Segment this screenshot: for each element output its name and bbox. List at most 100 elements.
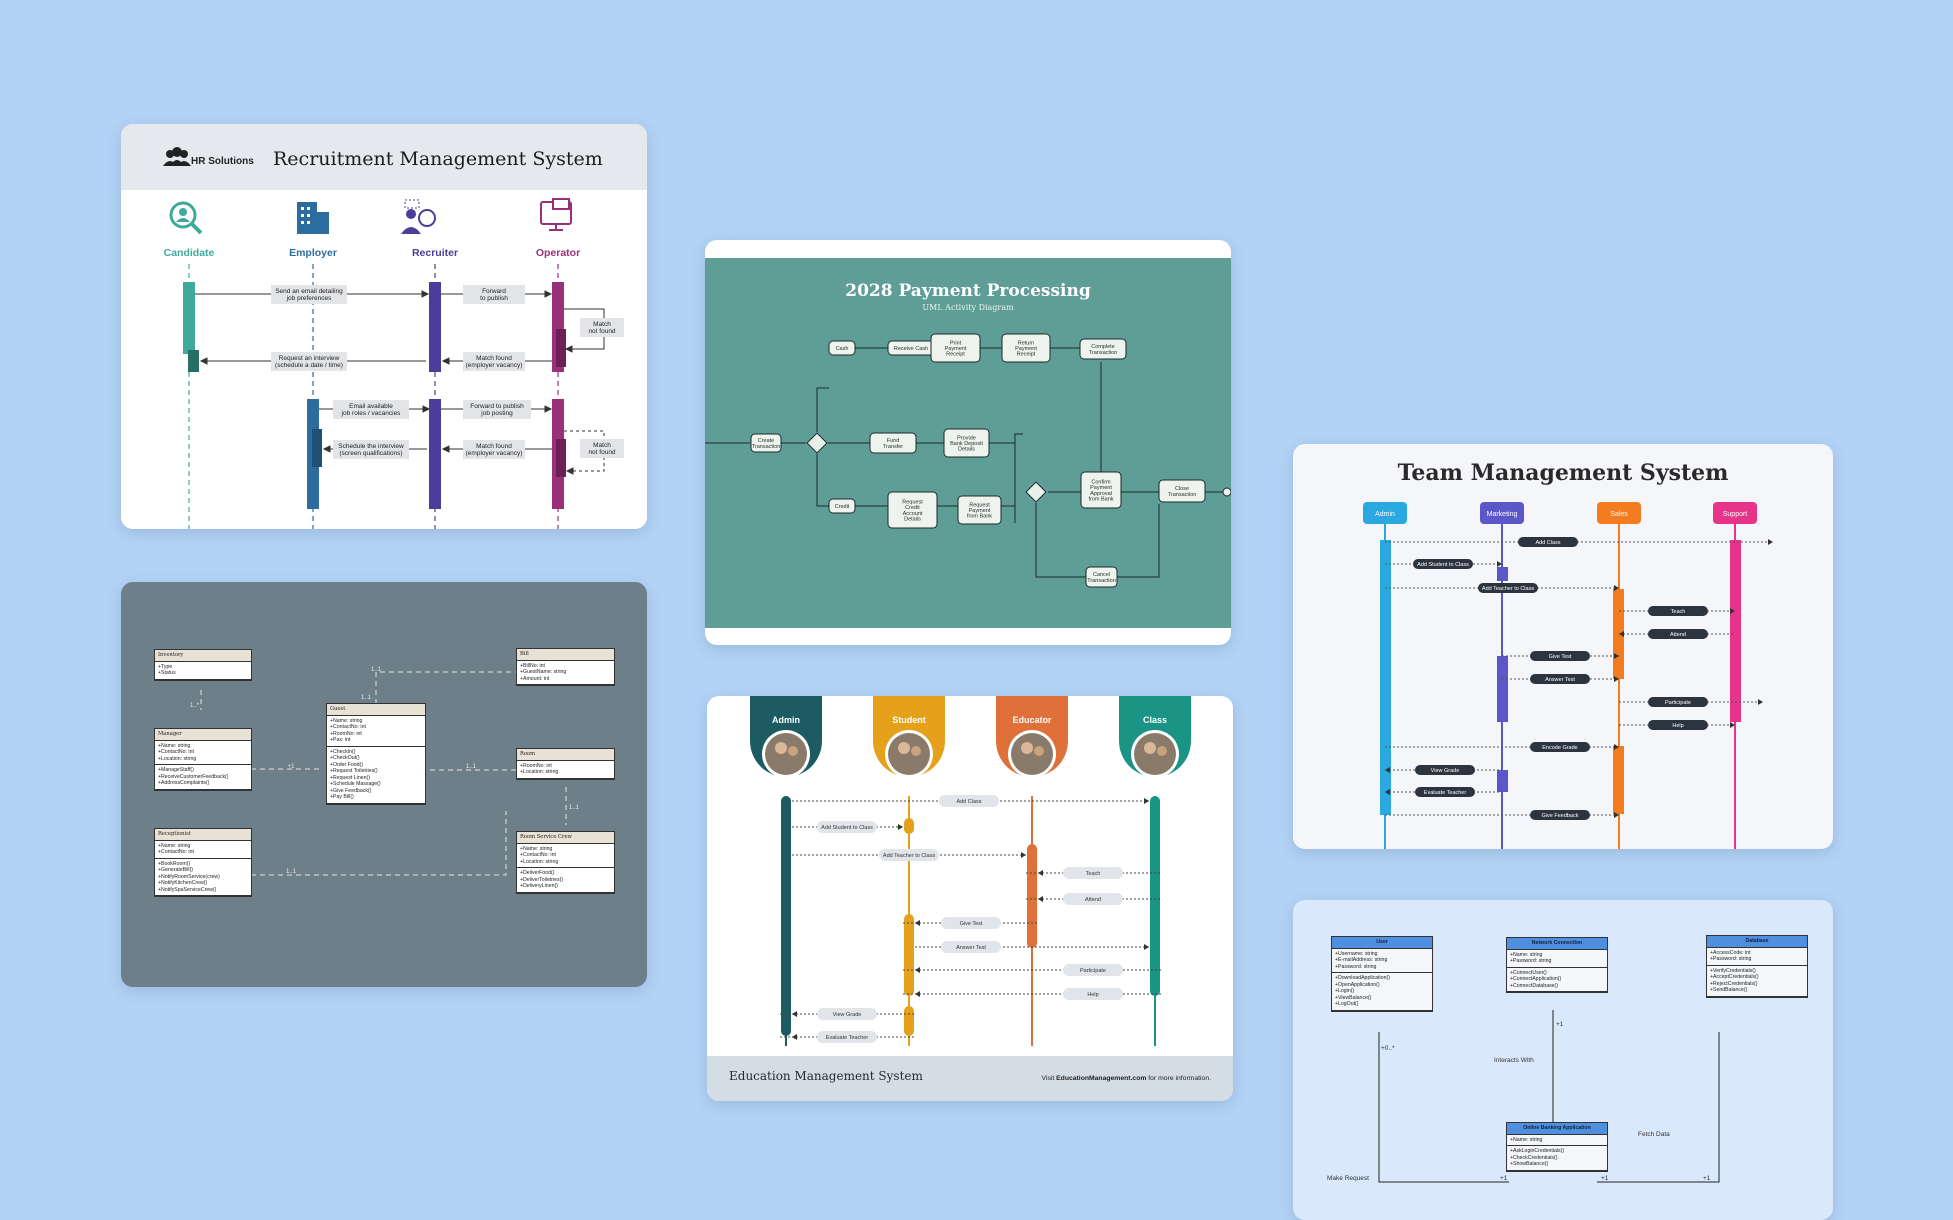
msg-m10-line1: Match [593,442,611,449]
recruitment-diagram-card[interactable]: HR Solutions Recruitment Management Syst… [121,124,647,529]
class-network[interactable]: Network Connection+Name: string+Password… [1506,937,1608,993]
attributes-section: +Type+Status [155,662,251,680]
actor-recruiter: Recruiter [412,247,458,259]
class-inventory[interactable]: Inventory+Type+Status [154,649,252,681]
class-database[interactable]: Database+AccessCode: int+Password: strin… [1706,935,1808,998]
class-crew[interactable]: Room Service Crew+Name: string+ContactNo… [516,831,615,894]
payment-diagram-card[interactable]: 2028 Payment Processing UML Activity Dia… [705,240,1231,645]
msg-m1-line2: job preferences [286,295,333,302]
link-guest-bill [375,671,516,704]
activity-receive-cash[interactable]: Receive Cash [887,340,935,356]
msg-m6-line1: Email available [349,403,393,410]
attribute-item: +Name: string [158,842,191,849]
hotel-class-diagram-card[interactable]: 1..* 1..1 +1 1..1 1..1 1..1 1..1 Invento… [121,582,647,987]
edu-message: Evaluate Teacher [780,1031,915,1043]
edu-actor-educator: Educator [996,696,1068,778]
class-name: Bill [517,649,614,661]
attribute-item: +Name: string [520,845,553,852]
operation-item: +LogOut() [1335,1001,1359,1007]
attribute-item: +BillNo: int [520,662,545,669]
edu-message-label: Evaluate Teacher [826,1035,869,1041]
mult-6: 1..1 [286,869,297,875]
team-message: Attend [1619,629,1735,639]
msg-m8-line2: (screen qualifications) [339,450,402,457]
operation-item: +AddressComplaints() [158,780,210,786]
activity-label: from Bank [1088,496,1113,502]
attribute-item: +ContactNo: int [158,749,194,755]
activity-credit[interactable]: Credit [828,498,856,514]
edge-bank-merge [1001,433,1023,507]
class-name: Online Banking Application [1507,1123,1607,1135]
attribute-item: +Name: string [330,717,363,724]
link-user-app [1378,1032,1509,1183]
activation-recruiter [429,282,441,372]
activity-label: Complete [1091,344,1115,350]
team-message-label: Encode Grade [1542,745,1577,751]
recruitment-header [121,124,647,190]
class-manager[interactable]: Manager+Name: string+ContactNo: int+Loca… [154,728,252,791]
operations-section: +CheckIn()+CheckOut()+Order Food()+Reque… [327,747,425,804]
actor-employer: Employer [289,247,337,259]
class-app[interactable]: Online Banking Application+Name: string+… [1506,1122,1608,1172]
team-message-label: Add Student to Class [1417,562,1469,568]
mult-database: +1 [1703,1175,1711,1182]
edu-message-label: Attend [1085,897,1101,903]
operation-item: +BookRoom() [158,860,191,867]
attributes-section: +Name: string+ContactNo: int [155,841,251,859]
class-guest[interactable]: Guest+Name: string+ContactNo: int+RoomNo… [326,703,426,805]
attributes-section: +Name: string+Password: string [1507,950,1607,968]
class-name: User [1332,937,1432,949]
operation-item: +Request Linen() [330,774,370,781]
operations-section: +AskLoginCredentials()+CheckCredentials(… [1507,1146,1607,1171]
attribute-item: +RoomNo: int [520,762,552,769]
decision-node-2 [1025,481,1047,503]
photo-placeholder [1134,733,1176,775]
activity-label: Approval [1090,491,1112,497]
edu-message-label: Add Class [956,799,981,805]
attributes-section: +AccessCode: int+Password: string [1707,948,1807,966]
edu-footer-link[interactable]: EducationManagement.com [1056,1075,1146,1082]
team-activation-marketing-2 [1497,656,1508,722]
edu-message-label: Give Test [960,921,983,927]
banking-diagram-card[interactable]: +0..* +1 +1 +1 +1 +1 Make Request Intera… [1293,900,1833,1220]
class-user[interactable]: User+Username: string+E-mailAddress: str… [1331,936,1433,1012]
attributes-section: +Name: string+ContactNo: int+RoomNo: int… [327,716,425,747]
class-room[interactable]: Room+RoomNo: int+Location: string [516,748,615,780]
label-interacts-with: Interacts With [1494,1057,1534,1064]
edu-actor-label: Class [1143,715,1167,725]
team-message: View Grade [1385,765,1502,775]
operations-section: +VerifyCredentials()+AcceptCredentials()… [1707,966,1807,997]
edu-message-label: Answer Test [956,945,986,951]
activity-label: Transaction [1168,492,1197,498]
label-fetch-data: Fetch Data [1638,1131,1670,1138]
team-activation-marketing-3 [1497,770,1508,792]
class-name: Database [1707,936,1807,948]
edu-message: Add Class [792,795,1149,807]
activity-label: Transaction [752,444,781,450]
class-receptionist[interactable]: Receptionist+Name: string+ContactNo: int… [154,828,252,897]
class-name: Inventory [155,650,251,662]
class-bill[interactable]: Bill+BillNo: int+GuestName: string+Amoun… [516,648,615,686]
attributes-section: +Name: string [1507,1135,1607,1146]
edge-decision-cancel [1035,503,1086,578]
team-message-label: Give Feedback [1542,813,1579,819]
operation-item: +DeliverToiletries() [520,876,564,883]
brand-label: HR Solutions [191,156,254,167]
activity-cash[interactable]: Cash [828,340,856,356]
mult-1: 1..* [190,703,200,709]
activity-label: Return [1018,340,1035,346]
activation-candidate [183,282,195,354]
